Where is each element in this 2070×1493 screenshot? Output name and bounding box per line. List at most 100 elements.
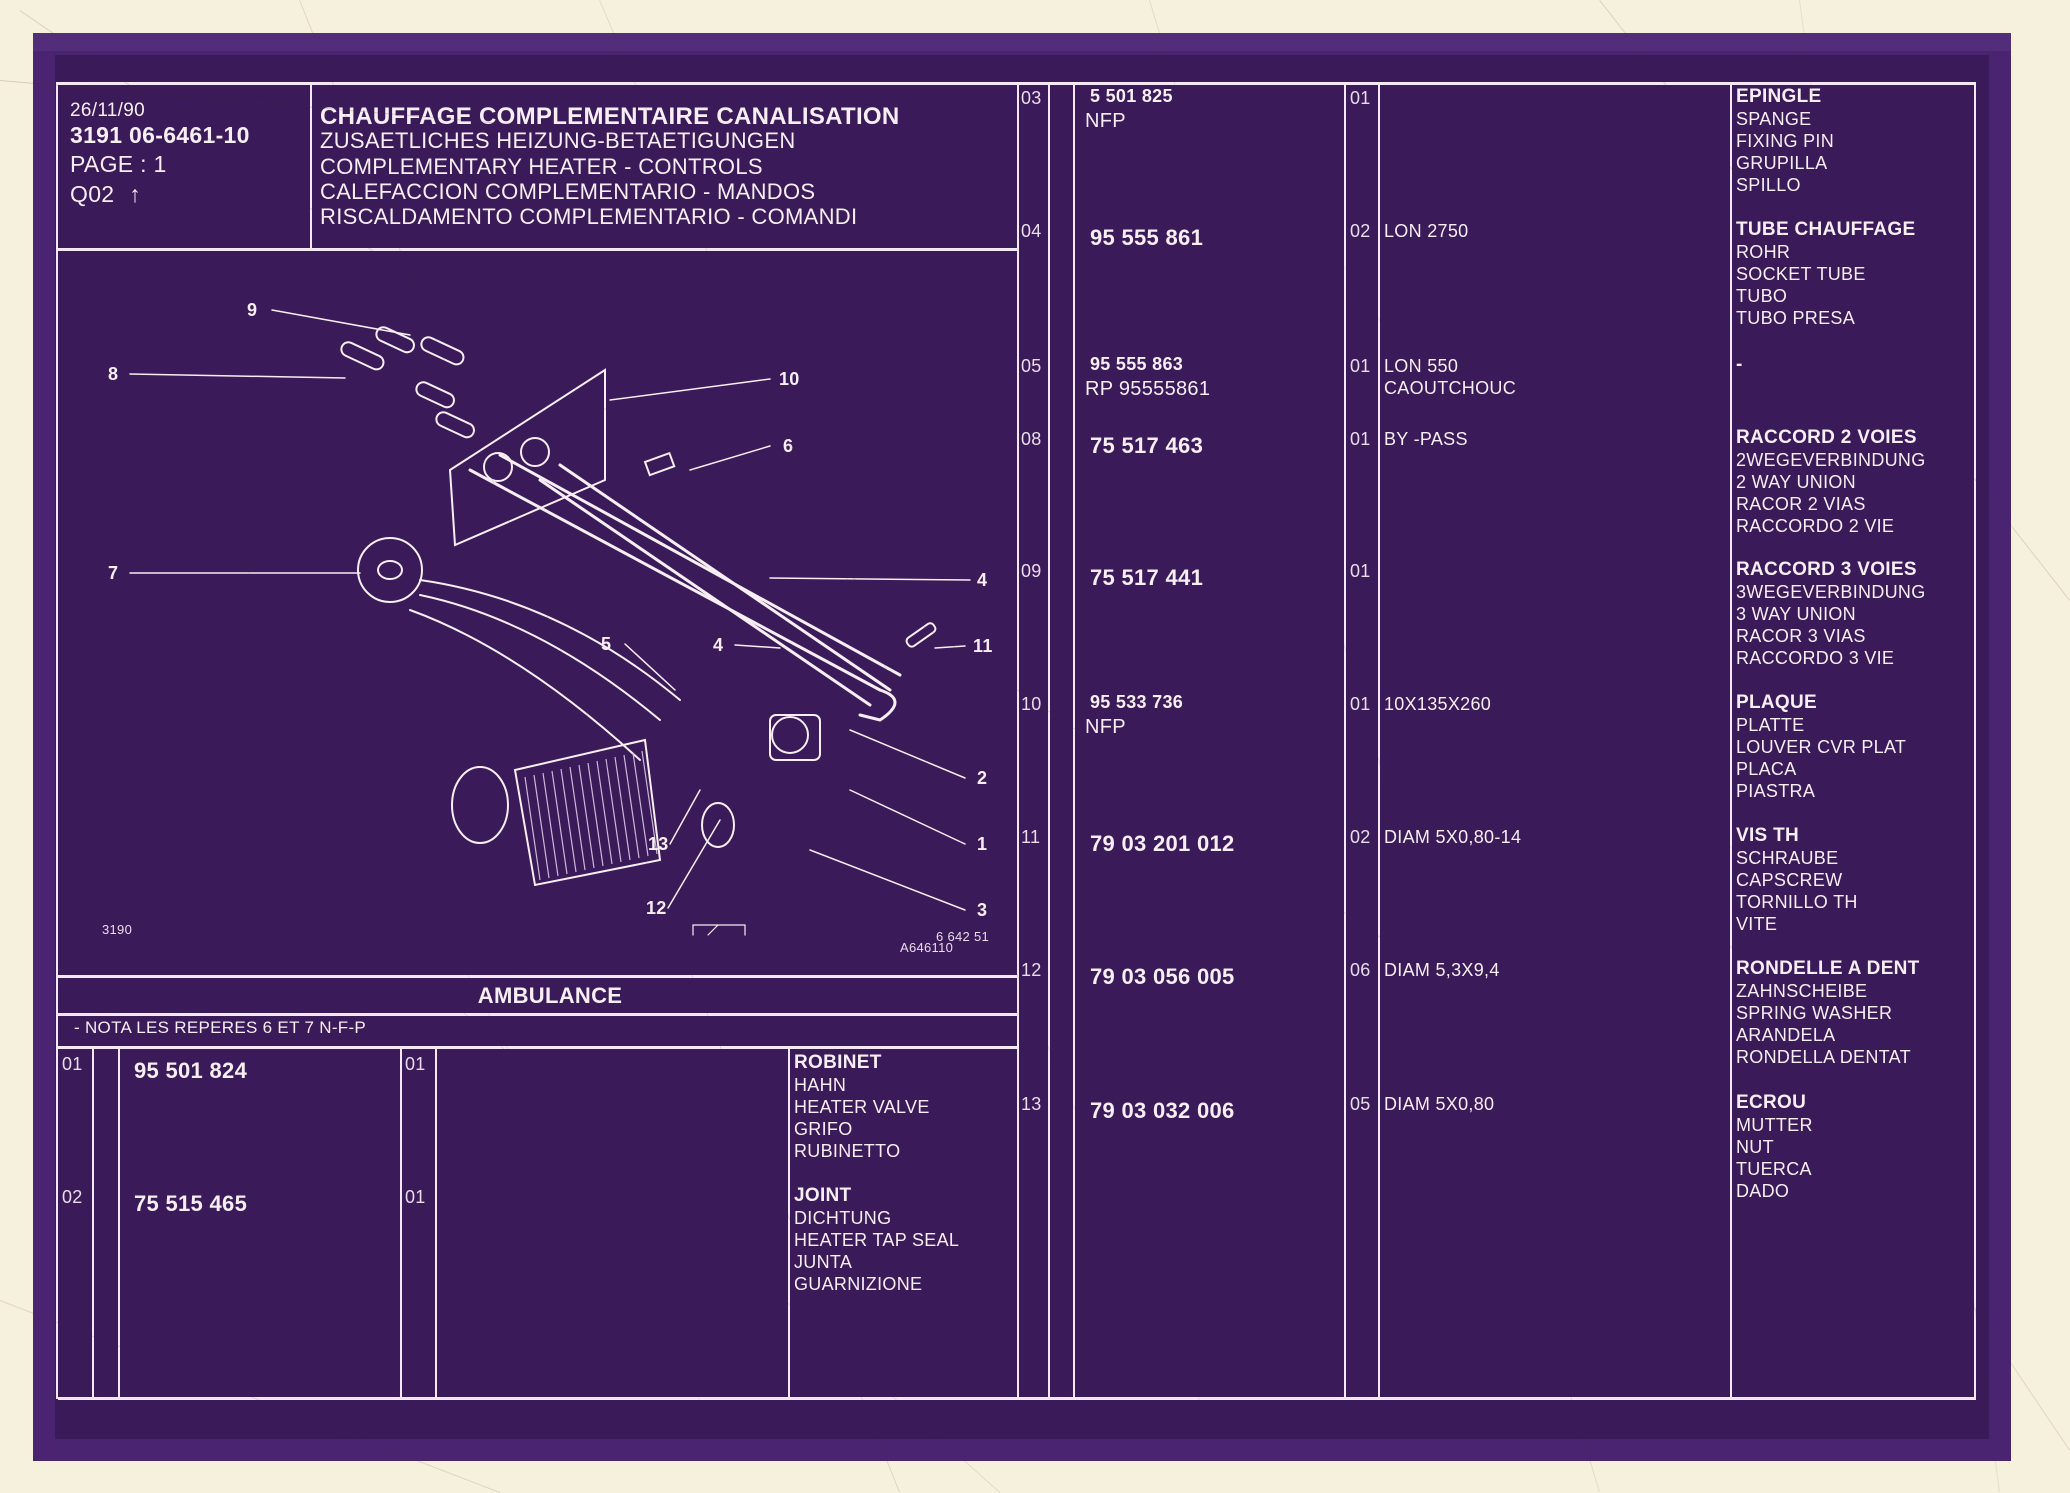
row-number: 12 (1021, 960, 1042, 980)
left-col-line (400, 1046, 402, 1397)
left-col-line (118, 1046, 120, 1397)
description-translation: FIXING PIN (1736, 131, 1835, 151)
description-translation: SCHRAUBE (1736, 848, 1839, 868)
description-title: RACCORD 3 VOIES (1736, 559, 1917, 580)
document-date: 26/11/90 (70, 100, 145, 121)
part-number: 75 517 463 (1090, 433, 1204, 458)
quantity: 01 (1350, 429, 1371, 449)
title-spanish: CALEFACCION COMPLEMENTARIO - MANDOS (320, 179, 816, 204)
callout-11: 11 (973, 636, 993, 656)
parts-sheet (33, 33, 2011, 1461)
callout-2: 2 (977, 768, 988, 788)
description-translation: PLATTE (1736, 715, 1805, 735)
row-number: 09 (1021, 561, 1042, 581)
frame-top (56, 82, 1976, 85)
description-translation: HEATER TAP SEAL (794, 1230, 960, 1250)
left-col-line (788, 1046, 790, 1397)
title-italian: RISCALDAMENTO COMPLEMENTARIO - COMANDI (320, 204, 858, 229)
description-title: ROBINET (794, 1052, 882, 1073)
left-panel-right-edge (1017, 82, 1019, 1399)
row-number: 04 (1021, 221, 1042, 241)
row-number: 05 (1021, 356, 1042, 376)
description-translation: TUBO PRESA (1736, 308, 1856, 328)
description-translation: DICHTUNG (794, 1208, 892, 1228)
description-translation: HAHN (794, 1075, 847, 1095)
quantity: 01 (405, 1187, 426, 1207)
quantity: 06 (1350, 960, 1371, 980)
right-col-line (1073, 82, 1075, 1399)
description-translation: ROHR (1736, 242, 1791, 262)
part-number: 95 555 863 (1090, 354, 1184, 374)
callout-4a: 4 (977, 570, 988, 590)
section-note: - NOTA LES REPERES 6 ET 7 N-F-P (74, 1018, 367, 1037)
quantity: 01 (1350, 88, 1371, 108)
description-translation: JUNTA (794, 1252, 853, 1272)
part-number: 95 555 861 (1090, 225, 1204, 250)
description-translation: ZAHNSCHEIBE (1736, 981, 1868, 1001)
section-band-top (58, 975, 1018, 978)
quantity: 05 (1350, 1094, 1371, 1114)
row-number: 02 (62, 1187, 83, 1207)
arrow-up-icon: ↑ (129, 181, 141, 207)
description-translation: GRUPILLA (1736, 153, 1828, 173)
description-translation: HEATER VALVE (794, 1097, 930, 1117)
description-translation: GRIFO (794, 1119, 853, 1139)
part-note: NFP (1085, 110, 1126, 132)
description-title: RONDELLE A DENT (1736, 958, 1920, 979)
specification: 10X135X260 (1384, 694, 1492, 714)
callout-3: 3 (977, 900, 988, 920)
right-col-line (1378, 82, 1380, 1399)
description-translation: 3WEGEVERBINDUNG (1736, 582, 1926, 602)
quantity: 02 (1350, 827, 1371, 847)
description-translation: NUT (1736, 1137, 1774, 1157)
drawing-ref-1: 6 642 51 (936, 929, 990, 944)
left-col-line (435, 1046, 437, 1397)
document-code: Q02 ↑ (70, 181, 141, 208)
right-col-line (1344, 82, 1346, 1399)
section-band-bottom (58, 1013, 1018, 1016)
description-translation: RACCORDO 3 VIE (1736, 648, 1895, 668)
part-number: 79 03 032 006 (1090, 1098, 1235, 1123)
quantity: 01 (1350, 694, 1371, 714)
specification: DIAM 5X0,80 (1384, 1094, 1495, 1114)
callout-13: 13 (648, 834, 669, 854)
description-translation: PLACA (1736, 759, 1797, 779)
part-note: RP 95555861 (1085, 378, 1211, 400)
part-number: 79 03 056 005 (1090, 964, 1235, 989)
part-number: 95 533 736 (1090, 692, 1184, 712)
row-number: 03 (1021, 88, 1042, 108)
left-col-line (92, 1046, 94, 1397)
description-translation: TUERCA (1736, 1159, 1812, 1179)
description-title: RACCORD 2 VOIES (1736, 427, 1917, 448)
description-translation: TUBO (1736, 286, 1788, 306)
callout-10: 10 (779, 369, 800, 389)
quantity: 01 (1350, 561, 1371, 581)
description-title: ECROU (1736, 1092, 1807, 1113)
description-translation: RACOR 3 VIAS (1736, 626, 1866, 646)
right-col-line (1048, 82, 1050, 1399)
description-translation: RONDELLA DENTAT (1736, 1047, 1911, 1067)
description-translation: RACOR 2 VIAS (1736, 494, 1866, 514)
description-translation: PIASTRA (1736, 781, 1816, 801)
quantity: 01 (405, 1054, 426, 1074)
callout-6: 6 (783, 436, 794, 456)
section-label: AMBULANCE (477, 983, 623, 1008)
description-translation: SOCKET TUBE (1736, 264, 1866, 284)
part-number: 75 517 441 (1090, 565, 1204, 590)
title-french: CHAUFFAGE COMPLEMENTAIRE CANALISATION (320, 103, 900, 130)
description-translation: CAPSCREW (1736, 870, 1843, 890)
row-number: 13 (1021, 1094, 1042, 1114)
description-translation: ARANDELA (1736, 1025, 1836, 1045)
callout-7: 7 (108, 563, 119, 583)
description-translation: MUTTER (1736, 1115, 1813, 1135)
card-edge-highlight (33, 33, 2011, 51)
frame-left (56, 82, 58, 1399)
callout-5: 5 (601, 634, 612, 654)
description-translation: 3 WAY UNION (1736, 604, 1856, 624)
title-english: COMPLEMENTARY HEATER - CONTROLS (320, 154, 763, 179)
callout-8: 8 (108, 364, 119, 384)
part-note: NFP (1085, 716, 1126, 738)
description-translation: RACCORDO 2 VIE (1736, 516, 1895, 536)
specification: BY -PASS (1384, 429, 1468, 449)
left-table-top (58, 1046, 1018, 1049)
